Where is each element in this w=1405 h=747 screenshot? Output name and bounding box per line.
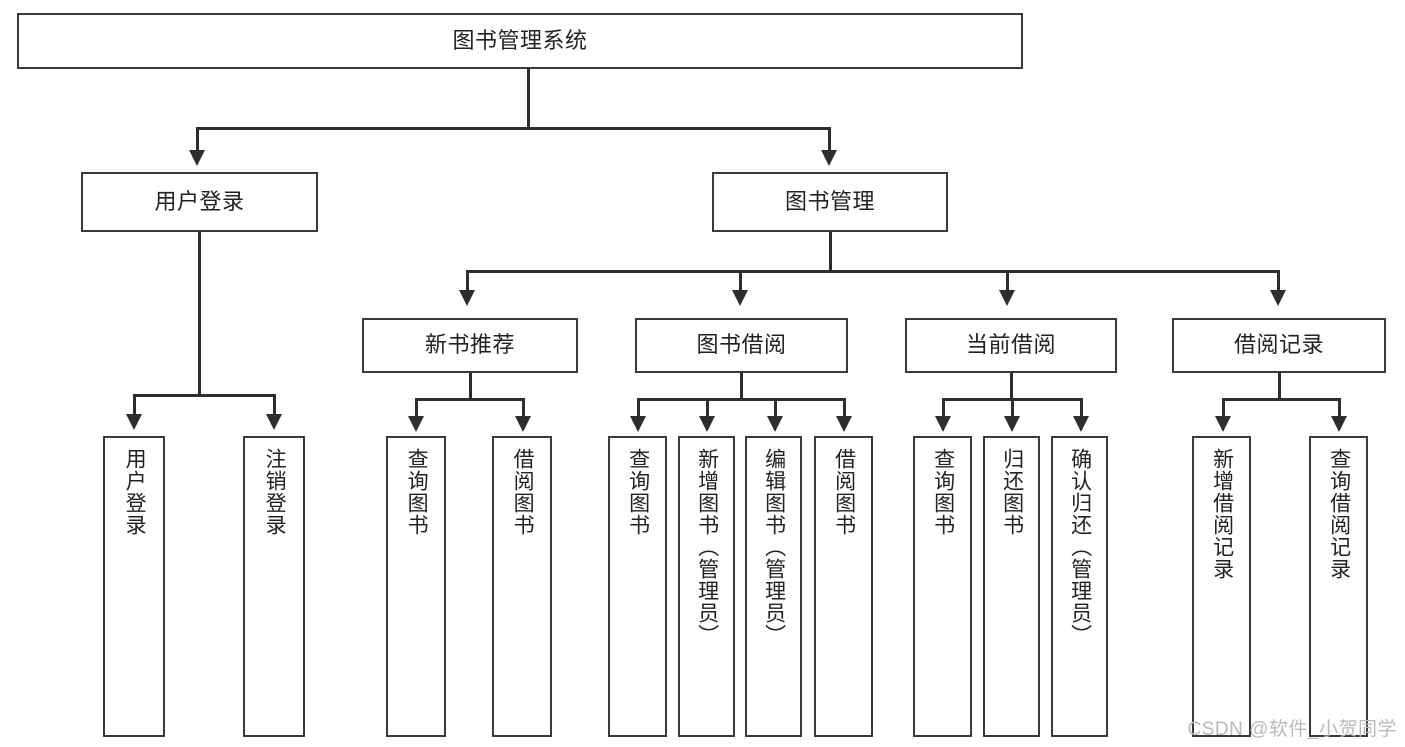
- node-leaf-query-book-1-label: 查询图书: [405, 448, 429, 536]
- connector-current-borrow-to-leaf-1: [1011, 398, 1014, 418]
- connector-current-borrow-stem: [1010, 373, 1013, 400]
- connector-book-manage-stem: [829, 232, 832, 272]
- node-leaf-borrow-book-1-label: 借阅图书: [511, 448, 535, 536]
- node-leaf-query-book-3[interactable]: 查询图书: [913, 436, 972, 737]
- node-leaf-borrow-book-2[interactable]: 借阅图书: [814, 436, 873, 737]
- connector-current-borrow-to-leaf-2: [1080, 398, 1083, 418]
- connector-book-manage-bus: [466, 270, 1280, 273]
- connector-book-borrow-to-leaf-0: [637, 398, 640, 418]
- node-leaf-query-book-3-label: 查询图书: [931, 448, 955, 536]
- node-new-book-recommend[interactable]: 新书推荐: [362, 318, 578, 373]
- node-leaf-return-book[interactable]: 归还图书: [983, 436, 1040, 737]
- connector-user-login-bus: [133, 394, 276, 397]
- connector-new-book-recommend-to-leaf-1: [522, 398, 525, 418]
- arrow-book-manage-to-l2-1: [732, 290, 748, 306]
- arrow-book-borrow-to-leaf-3: [836, 416, 852, 432]
- connector-borrow-record-bus: [1222, 398, 1341, 401]
- node-book-borrow-label: 图书借阅: [696, 332, 787, 358]
- node-leaf-user-login-label: 用户登录: [123, 448, 147, 536]
- node-borrow-record[interactable]: 借阅记录: [1172, 318, 1386, 373]
- node-leaf-edit-book-label: 编辑图书（管理员）: [762, 448, 786, 646]
- arrow-book-manage-to-l2-0: [459, 290, 475, 306]
- node-leaf-borrow-book-1[interactable]: 借阅图书: [492, 436, 552, 737]
- node-leaf-return-book-label: 归还图书: [1000, 448, 1024, 536]
- connector-user-login-to-leaf-1: [273, 394, 276, 416]
- node-leaf-edit-book[interactable]: 编辑图书（管理员）: [745, 436, 802, 737]
- node-root-label: 图书管理系统: [452, 27, 588, 53]
- arrow-book-manage-to-l2-3: [1270, 290, 1286, 306]
- connector-book-manage-to-l2-1: [739, 270, 742, 292]
- node-new-book-recommend-label: 新书推荐: [424, 332, 515, 358]
- node-leaf-query-record-label: 查询借阅记录: [1327, 448, 1351, 580]
- connector-borrow-record-to-leaf-0: [1222, 398, 1225, 418]
- node-current-borrow[interactable]: 当前借阅: [905, 318, 1117, 373]
- node-user-login-label: 用户登录: [154, 188, 245, 214]
- arrow-user-login-to-leaf-1: [266, 414, 282, 430]
- node-leaf-confirm-return-label: 确认归还（管理员）: [1068, 448, 1092, 646]
- arrow-book-manage-to-l2-2: [999, 290, 1015, 306]
- arrow-root-to-user-login: [189, 150, 205, 166]
- node-book-manage-label: 图书管理: [784, 188, 875, 214]
- arrow-new-book-recommend-to-leaf-1: [515, 416, 531, 432]
- node-leaf-add-record[interactable]: 新增借阅记录: [1192, 436, 1251, 737]
- connector-borrow-record-stem: [1278, 373, 1281, 400]
- connector-current-borrow-to-leaf-0: [942, 398, 945, 418]
- connector-new-book-recommend-stem: [469, 373, 472, 400]
- node-root[interactable]: 图书管理系统: [17, 13, 1023, 69]
- arrow-new-book-recommend-to-leaf-0: [408, 416, 424, 432]
- connector-root-bus: [196, 127, 831, 130]
- arrow-book-borrow-to-leaf-0: [630, 416, 646, 432]
- arrow-current-borrow-to-leaf-0: [935, 416, 951, 432]
- arrow-borrow-record-to-leaf-1: [1331, 416, 1347, 432]
- connector-book-borrow-stem: [740, 373, 743, 400]
- connector-book-manage-to-l2-0: [466, 270, 469, 292]
- node-borrow-record-label: 借阅记录: [1233, 332, 1324, 358]
- node-current-borrow-label: 当前借阅: [965, 332, 1056, 358]
- node-leaf-query-book-1[interactable]: 查询图书: [386, 436, 446, 737]
- arrow-book-borrow-to-leaf-1: [699, 416, 715, 432]
- connector-book-borrow-to-leaf-3: [843, 398, 846, 418]
- node-leaf-borrow-book-2-label: 借阅图书: [832, 448, 856, 536]
- connector-borrow-record-to-leaf-1: [1338, 398, 1341, 418]
- arrow-book-borrow-to-leaf-2: [767, 416, 783, 432]
- node-leaf-add-book[interactable]: 新增图书（管理员）: [678, 436, 735, 737]
- connector-book-borrow-to-leaf-1: [706, 398, 709, 418]
- node-user-login[interactable]: 用户登录: [81, 172, 318, 232]
- node-book-borrow[interactable]: 图书借阅: [635, 318, 848, 373]
- node-leaf-add-book-label: 新增图书（管理员）: [695, 448, 719, 646]
- connector-book-manage-to-l2-3: [1277, 270, 1280, 292]
- node-leaf-confirm-return[interactable]: 确认归还（管理员）: [1051, 436, 1108, 737]
- connector-new-book-recommend-to-leaf-0: [415, 398, 418, 418]
- connector-user-login-stem: [198, 232, 201, 396]
- node-book-manage[interactable]: 图书管理: [712, 172, 948, 232]
- node-leaf-query-record[interactable]: 查询借阅记录: [1309, 436, 1368, 737]
- node-leaf-logout[interactable]: 注销登录: [243, 436, 305, 737]
- connector-root-stem: [527, 69, 530, 129]
- connector-root-to-user-login: [196, 127, 199, 152]
- connector-book-borrow-bus: [637, 398, 845, 401]
- node-leaf-logout-label: 注销登录: [263, 448, 287, 536]
- connector-book-borrow-to-leaf-2: [774, 398, 777, 418]
- connector-user-login-to-leaf-0: [133, 394, 136, 416]
- node-leaf-query-book-2[interactable]: 查询图书: [608, 436, 667, 737]
- arrow-current-borrow-to-leaf-2: [1073, 416, 1089, 432]
- arrow-current-borrow-to-leaf-1: [1004, 416, 1020, 432]
- arrow-user-login-to-leaf-0: [126, 414, 142, 430]
- connector-root-to-book-manage: [828, 127, 831, 152]
- connector-new-book-recommend-bus: [415, 398, 525, 401]
- node-leaf-add-record-label: 新增借阅记录: [1210, 448, 1234, 580]
- arrow-root-to-book-manage: [821, 150, 837, 166]
- connector-book-manage-to-l2-2: [1006, 270, 1009, 292]
- node-leaf-user-login[interactable]: 用户登录: [103, 436, 165, 737]
- node-leaf-query-book-2-label: 查询图书: [626, 448, 650, 536]
- arrow-borrow-record-to-leaf-0: [1215, 416, 1231, 432]
